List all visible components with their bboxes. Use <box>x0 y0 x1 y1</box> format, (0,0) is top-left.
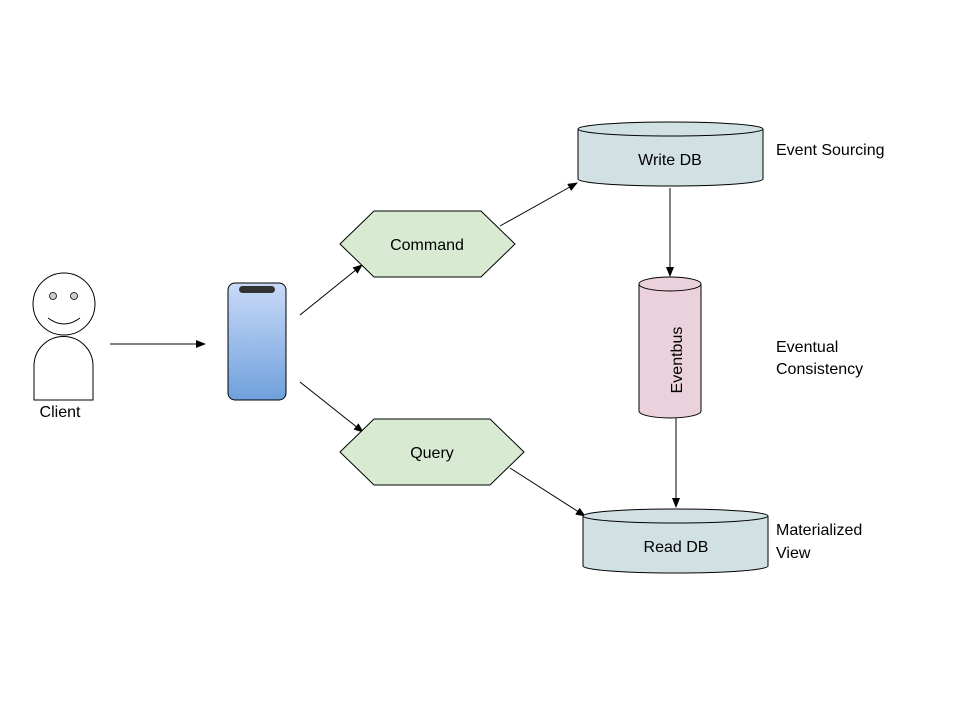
client-actor: Client <box>32 272 96 421</box>
phone-notch <box>239 286 275 293</box>
arrow-app-to-command <box>299 264 363 316</box>
client-label: Client <box>40 404 81 421</box>
read-db-body <box>582 516 769 574</box>
eventbus-top <box>638 276 702 292</box>
eventbus-label: Eventbus <box>669 327 686 394</box>
mobile-app-icon <box>227 282 287 401</box>
phone-body <box>227 282 287 401</box>
annotation-event-sourcing: Event Sourcing <box>776 142 885 159</box>
write-db-node: Write DB <box>577 121 764 187</box>
eventbus-body <box>638 284 702 419</box>
command-label: Command <box>390 237 464 254</box>
client-smile <box>47 317 81 325</box>
write-db-label: Write DB <box>638 152 702 169</box>
query-node: Query <box>339 418 525 486</box>
query-hexagon <box>339 418 525 486</box>
command-node: Command <box>339 210 516 278</box>
arrow-command-to-writedb <box>499 182 578 227</box>
annotation-eventual-line1: Eventual <box>776 339 838 356</box>
write-db-top <box>577 121 764 137</box>
eventbus-node: Eventbus <box>638 276 702 419</box>
query-label: Query <box>410 445 454 462</box>
client-right-eye <box>70 292 78 300</box>
read-db-node: Read DB <box>582 508 769 574</box>
client-head <box>32 272 96 336</box>
read-db-label: Read DB <box>644 539 709 556</box>
arrow-app-to-query <box>299 381 364 433</box>
arrow-query-to-readdb <box>509 467 586 517</box>
client-body <box>33 336 94 401</box>
client-left-eye <box>49 292 57 300</box>
write-db-body <box>577 129 764 187</box>
annotation-eventual-line2: Consistency <box>776 361 863 378</box>
command-hexagon <box>339 210 516 278</box>
annotation-materialized-line1: Materialized <box>776 522 862 539</box>
annotation-materialized-line2: View <box>776 545 811 562</box>
read-db-top <box>582 508 769 524</box>
